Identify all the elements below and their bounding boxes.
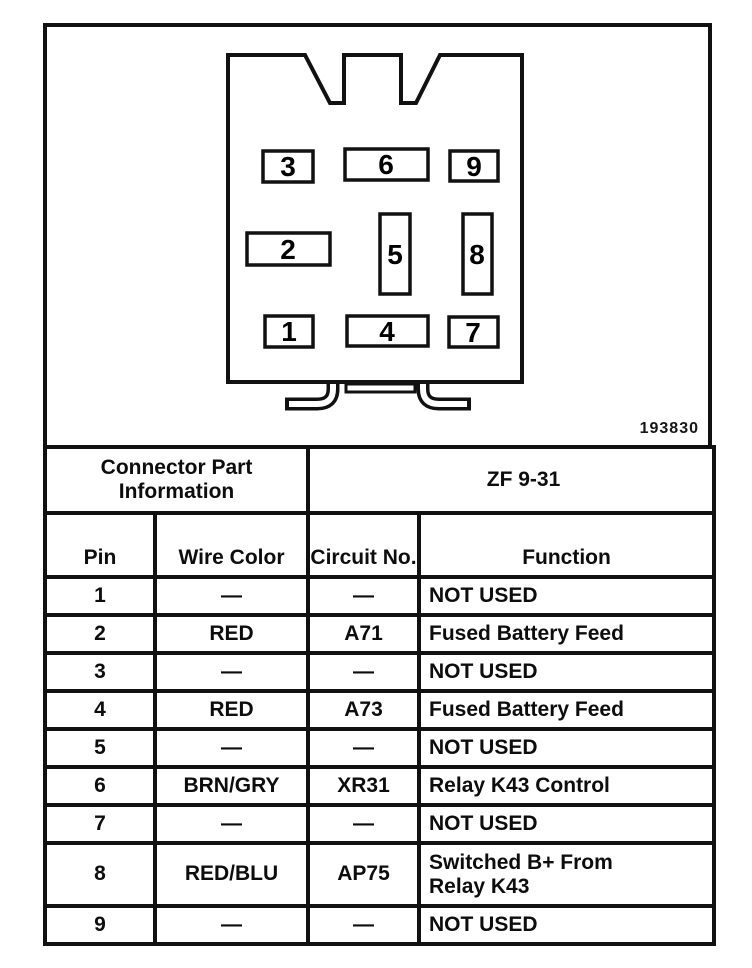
- cell-function: Relay K43 Control: [417, 765, 717, 807]
- cell-function: NOT USED: [417, 727, 717, 769]
- cell-wire-color: —: [152, 904, 311, 946]
- cell-pin: 4: [43, 689, 157, 731]
- cell-wire-color: —: [152, 575, 311, 617]
- pin-number-label: 3: [280, 151, 296, 182]
- pin-number-label: 6: [378, 149, 394, 180]
- pin-cavity-1: 1: [263, 314, 315, 349]
- cell-wire-color: —: [152, 803, 311, 845]
- cell-circuit-no: —: [306, 727, 422, 769]
- cell-function: Fused Battery Feed: [417, 613, 717, 655]
- pin-cavity-8: 8: [461, 212, 494, 296]
- pin-number-label: 5: [387, 239, 403, 270]
- cell-pin: 6: [43, 765, 157, 807]
- column-header-pin: Pin: [43, 511, 157, 579]
- figure-number: 193830: [639, 420, 699, 437]
- column-header-circuit-no: Circuit No.: [306, 511, 422, 579]
- table-row-pin-6: 6 BRN/GRY XR31 Relay K43 Control: [43, 765, 717, 807]
- pin-cavity-3: 3: [261, 149, 315, 184]
- cell-pin: 5: [43, 727, 157, 769]
- table-row-pin-9: 9 — — NOT USED: [43, 904, 717, 946]
- table-row-pin-3: 3 — — NOT USED: [43, 651, 717, 693]
- cell-pin: 7: [43, 803, 157, 845]
- pin-cavity-5: 5: [378, 212, 412, 296]
- cell-wire-color: BRN/GRY: [152, 765, 311, 807]
- cell-circuit-no: AP75: [306, 841, 422, 908]
- cell-circuit-no: XR31: [306, 765, 422, 807]
- table-row-pin-7: 7 — — NOT USED: [43, 803, 717, 845]
- cell-pin: 2: [43, 613, 157, 655]
- cell-function: Fused Battery Feed: [417, 689, 717, 731]
- column-header-row: Pin Wire Color Circuit No. Function: [43, 511, 717, 579]
- connector-part-number: ZF 9-31: [306, 445, 717, 515]
- cell-pin: 3: [43, 651, 157, 693]
- table-row-pin-2: 2 RED A71 Fused Battery Feed: [43, 613, 717, 655]
- pin-cavity-4: 4: [345, 314, 430, 348]
- cell-wire-color: —: [152, 727, 311, 769]
- pin-cavity-7: 7: [447, 315, 500, 349]
- cell-wire-color: RED/BLU: [152, 841, 311, 908]
- connector-pin-table: Connector Part Information ZF 9-31 Pin W…: [42, 445, 717, 946]
- part-info-row: Connector Part Information ZF 9-31: [42, 445, 717, 515]
- table-row-pin-4: 4 RED A73 Fused Battery Feed: [43, 689, 717, 731]
- connector-diagram-box: 3 6 9 2 5 8: [43, 23, 712, 445]
- pin-cavity-6: 6: [343, 147, 430, 182]
- connector-body-outline: [226, 53, 524, 384]
- table-row-pin-5: 5 — — NOT USED: [43, 727, 717, 769]
- cell-function: Switched B+ From Relay K43: [417, 841, 717, 908]
- cell-wire-color: RED: [152, 689, 311, 731]
- cell-function: NOT USED: [417, 651, 717, 693]
- cell-pin: 1: [43, 575, 157, 617]
- cell-circuit-no: —: [306, 803, 422, 845]
- pin-number-label: 2: [280, 234, 296, 265]
- mounting-hook-left: [285, 381, 340, 411]
- pin-number-label: 9: [466, 151, 482, 182]
- cell-function: NOT USED: [417, 904, 717, 946]
- cell-circuit-no: A71: [306, 613, 422, 655]
- connector-face-drawing: 3 6 9 2 5 8: [226, 53, 524, 411]
- cell-circuit-no: —: [306, 904, 422, 946]
- cell-circuit-no: —: [306, 651, 422, 693]
- pin-number-label: 4: [379, 316, 395, 347]
- cell-wire-color: RED: [152, 613, 311, 655]
- cell-circuit-no: A73: [306, 689, 422, 731]
- pin-cavity-9: 9: [448, 149, 500, 183]
- cell-pin: 8: [43, 841, 157, 908]
- part-info-header: Connector Part Information: [42, 445, 311, 515]
- cell-pin: 9: [43, 904, 157, 946]
- cell-function: NOT USED: [417, 803, 717, 845]
- mounting-center-bar: [344, 382, 417, 394]
- cell-circuit-no: —: [306, 575, 422, 617]
- column-header-function: Function: [417, 511, 717, 579]
- cell-wire-color: —: [152, 651, 311, 693]
- table-row-pin-1: 1 — — NOT USED: [43, 575, 717, 617]
- cell-function: NOT USED: [417, 575, 717, 617]
- pin-number-label: 8: [469, 239, 485, 270]
- pin-number-label: 1: [281, 316, 297, 347]
- pin-cavity-2: 2: [245, 231, 332, 267]
- pin-number-label: 7: [465, 317, 481, 348]
- column-header-wire-color: Wire Color: [152, 511, 311, 579]
- table-row-pin-8: 8 RED/BLU AP75 Switched B+ From Relay K4…: [43, 841, 717, 908]
- mounting-hook-right: [416, 381, 471, 411]
